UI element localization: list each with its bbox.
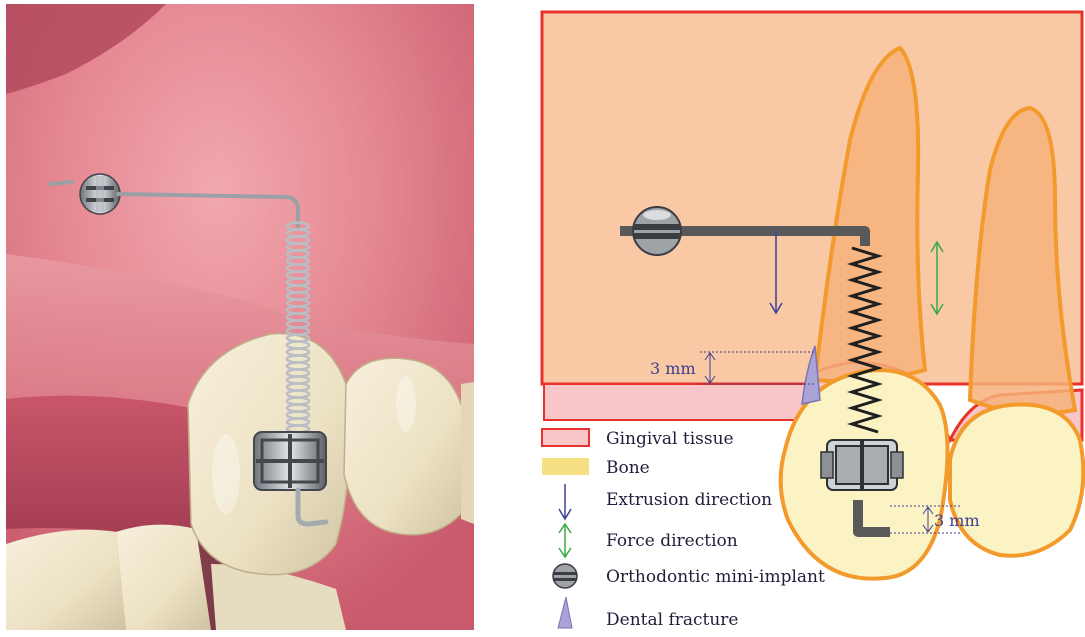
legend-label-fracture: Dental fracture [606, 610, 739, 630]
lower-tooth-1 [6, 530, 126, 630]
measure-gingival-label: 3 mm [650, 359, 696, 378]
legend-label-force: Force direction [606, 531, 738, 551]
tooth-highlight [212, 434, 240, 514]
legend-swatch-gingival [542, 429, 589, 446]
legend-swatch-force [559, 524, 571, 557]
mini-implant [633, 207, 681, 255]
lower-lip [6, 396, 196, 544]
schematic-svg: 3 mm 3 mm Gingival tissue Bone Extrusion… [530, 0, 1085, 633]
mini-implant-photo [80, 174, 120, 214]
legend-swatch-implant [553, 564, 577, 588]
adjacent-tooth-crown [950, 404, 1083, 555]
measure-bracket-label: 3 mm [934, 511, 980, 530]
upper-tooth-edge [461, 382, 474, 524]
legend-swatch-fracture [558, 597, 572, 628]
schematic-diagram: 3 mm 3 mm Gingival tissue Bone Extrusion… [530, 0, 1085, 633]
legend-label-gingival: Gingival tissue [606, 429, 734, 449]
legend-swatch-bone [542, 458, 589, 475]
lower-tooth-2 [116, 525, 211, 630]
clinical-photo-svg [6, 4, 474, 630]
gingival-tissue-left [544, 384, 810, 420]
legend-label-bone: Bone [606, 458, 650, 478]
legend-label-extrusion: Extrusion direction [606, 490, 772, 510]
clinical-photo [6, 4, 474, 630]
legend-swatch-extrusion [559, 484, 571, 519]
bracket [821, 440, 903, 490]
legend-label-implant: Orthodontic mini-implant [606, 567, 825, 587]
tooth-highlight-2 [396, 376, 416, 432]
